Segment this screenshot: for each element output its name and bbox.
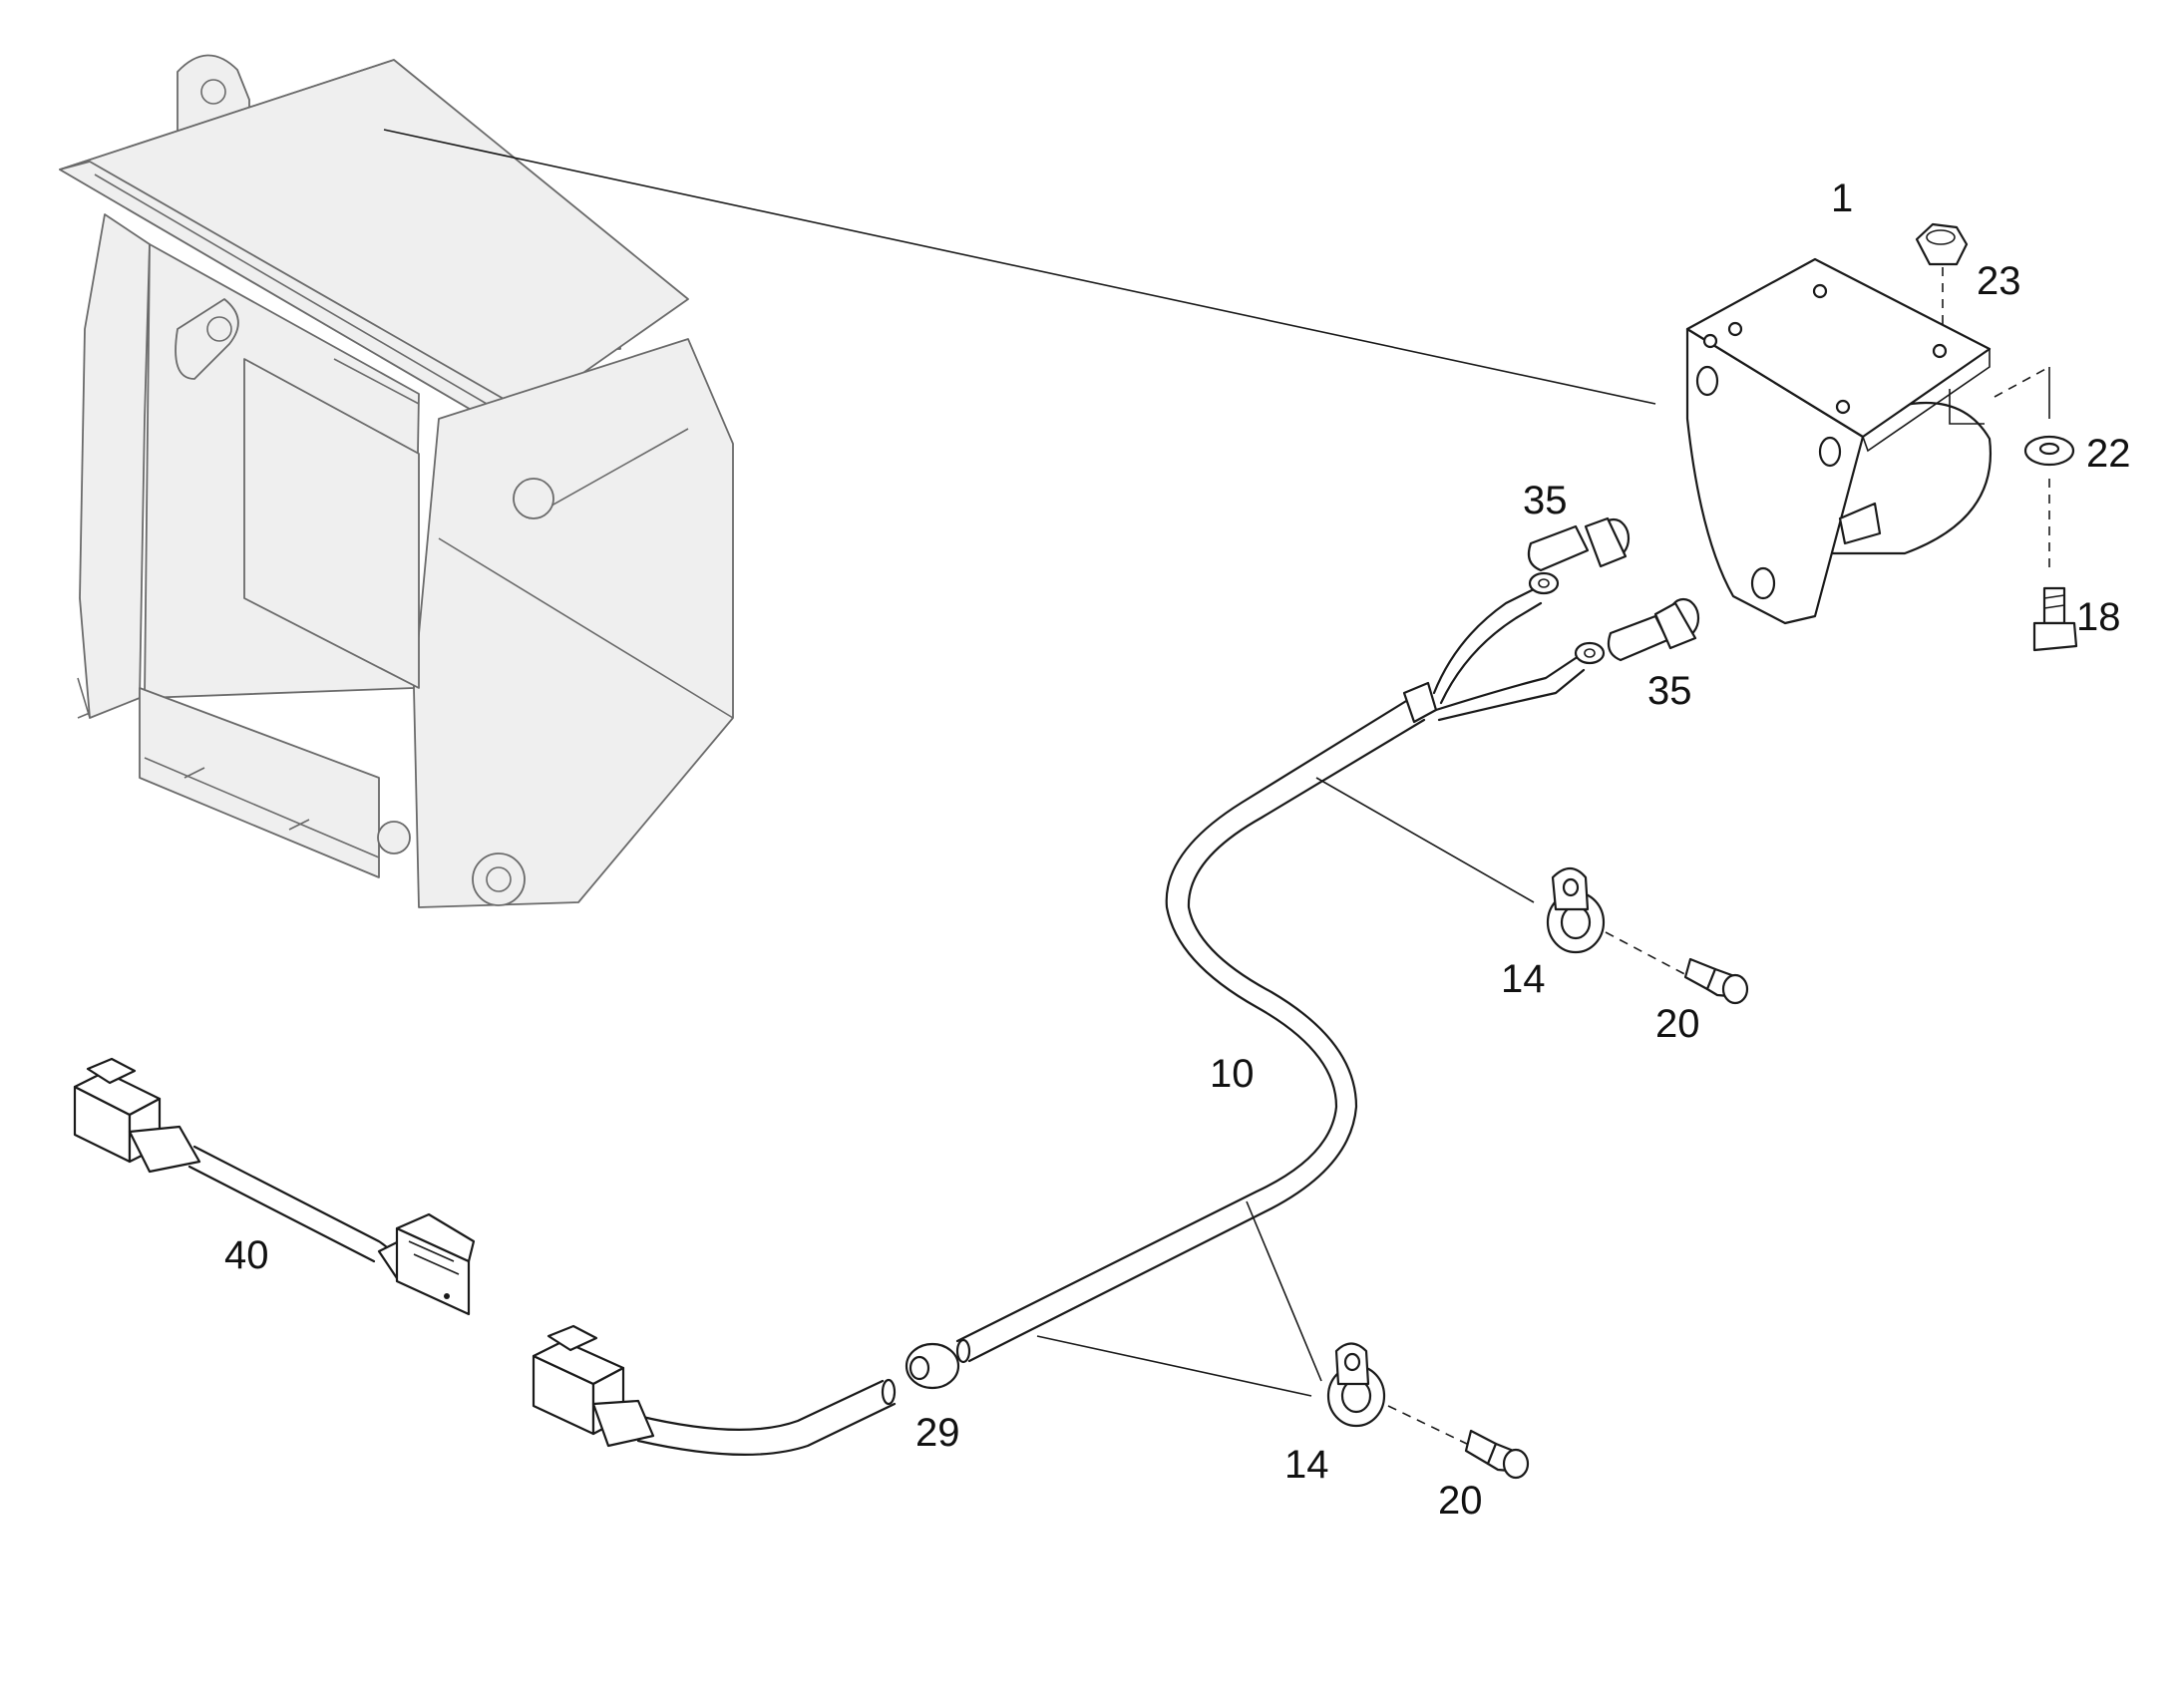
adapter-cable-part-40 <box>73 1057 476 1316</box>
callout-20-lower: 20 <box>1438 1479 1483 1523</box>
callout-1: 1 <box>1831 176 1853 220</box>
clip-part-14-lower <box>1326 1342 1472 1447</box>
callout-10: 10 <box>1210 1052 1255 1096</box>
bracket-solenoid-part-1 <box>1685 257 1993 625</box>
callout-35-upper: 35 <box>1523 479 1568 522</box>
callout-labels: 1 23 22 18 35 35 14 20 10 40 29 14 20 <box>224 176 2131 1523</box>
clip-part-14-upper <box>1546 866 1691 978</box>
callout-18: 18 <box>2076 595 2121 639</box>
harness-lower-connector <box>532 1324 897 1456</box>
callout-20-upper: 20 <box>1655 1002 1700 1046</box>
callout-14-upper: 14 <box>1501 957 1546 1001</box>
grommet-part-29 <box>905 1342 960 1390</box>
bolt-part-18 <box>2032 586 2078 652</box>
terminal-boot-part-35-upper <box>1527 516 1631 572</box>
callout-22: 22 <box>2086 432 2131 476</box>
nut-part-23 <box>1915 222 1969 331</box>
callout-23: 23 <box>1977 259 2021 303</box>
terminal-boot-part-35-lower <box>1607 597 1700 662</box>
machine-frame <box>59 54 734 908</box>
washer-part-22 <box>2023 435 2075 467</box>
cable-harness-part-10 <box>955 571 1606 1364</box>
callout-14-lower: 14 <box>1284 1443 1329 1487</box>
screw-part-20-upper <box>1683 957 1749 1005</box>
callout-35-lower: 35 <box>1647 669 1692 713</box>
screw-part-20-lower <box>1464 1429 1530 1480</box>
callout-29: 29 <box>915 1411 960 1455</box>
callout-40: 40 <box>224 1233 269 1277</box>
assembly-lines-22-18 <box>1994 366 2050 573</box>
leader-lines <box>383 129 1656 1397</box>
